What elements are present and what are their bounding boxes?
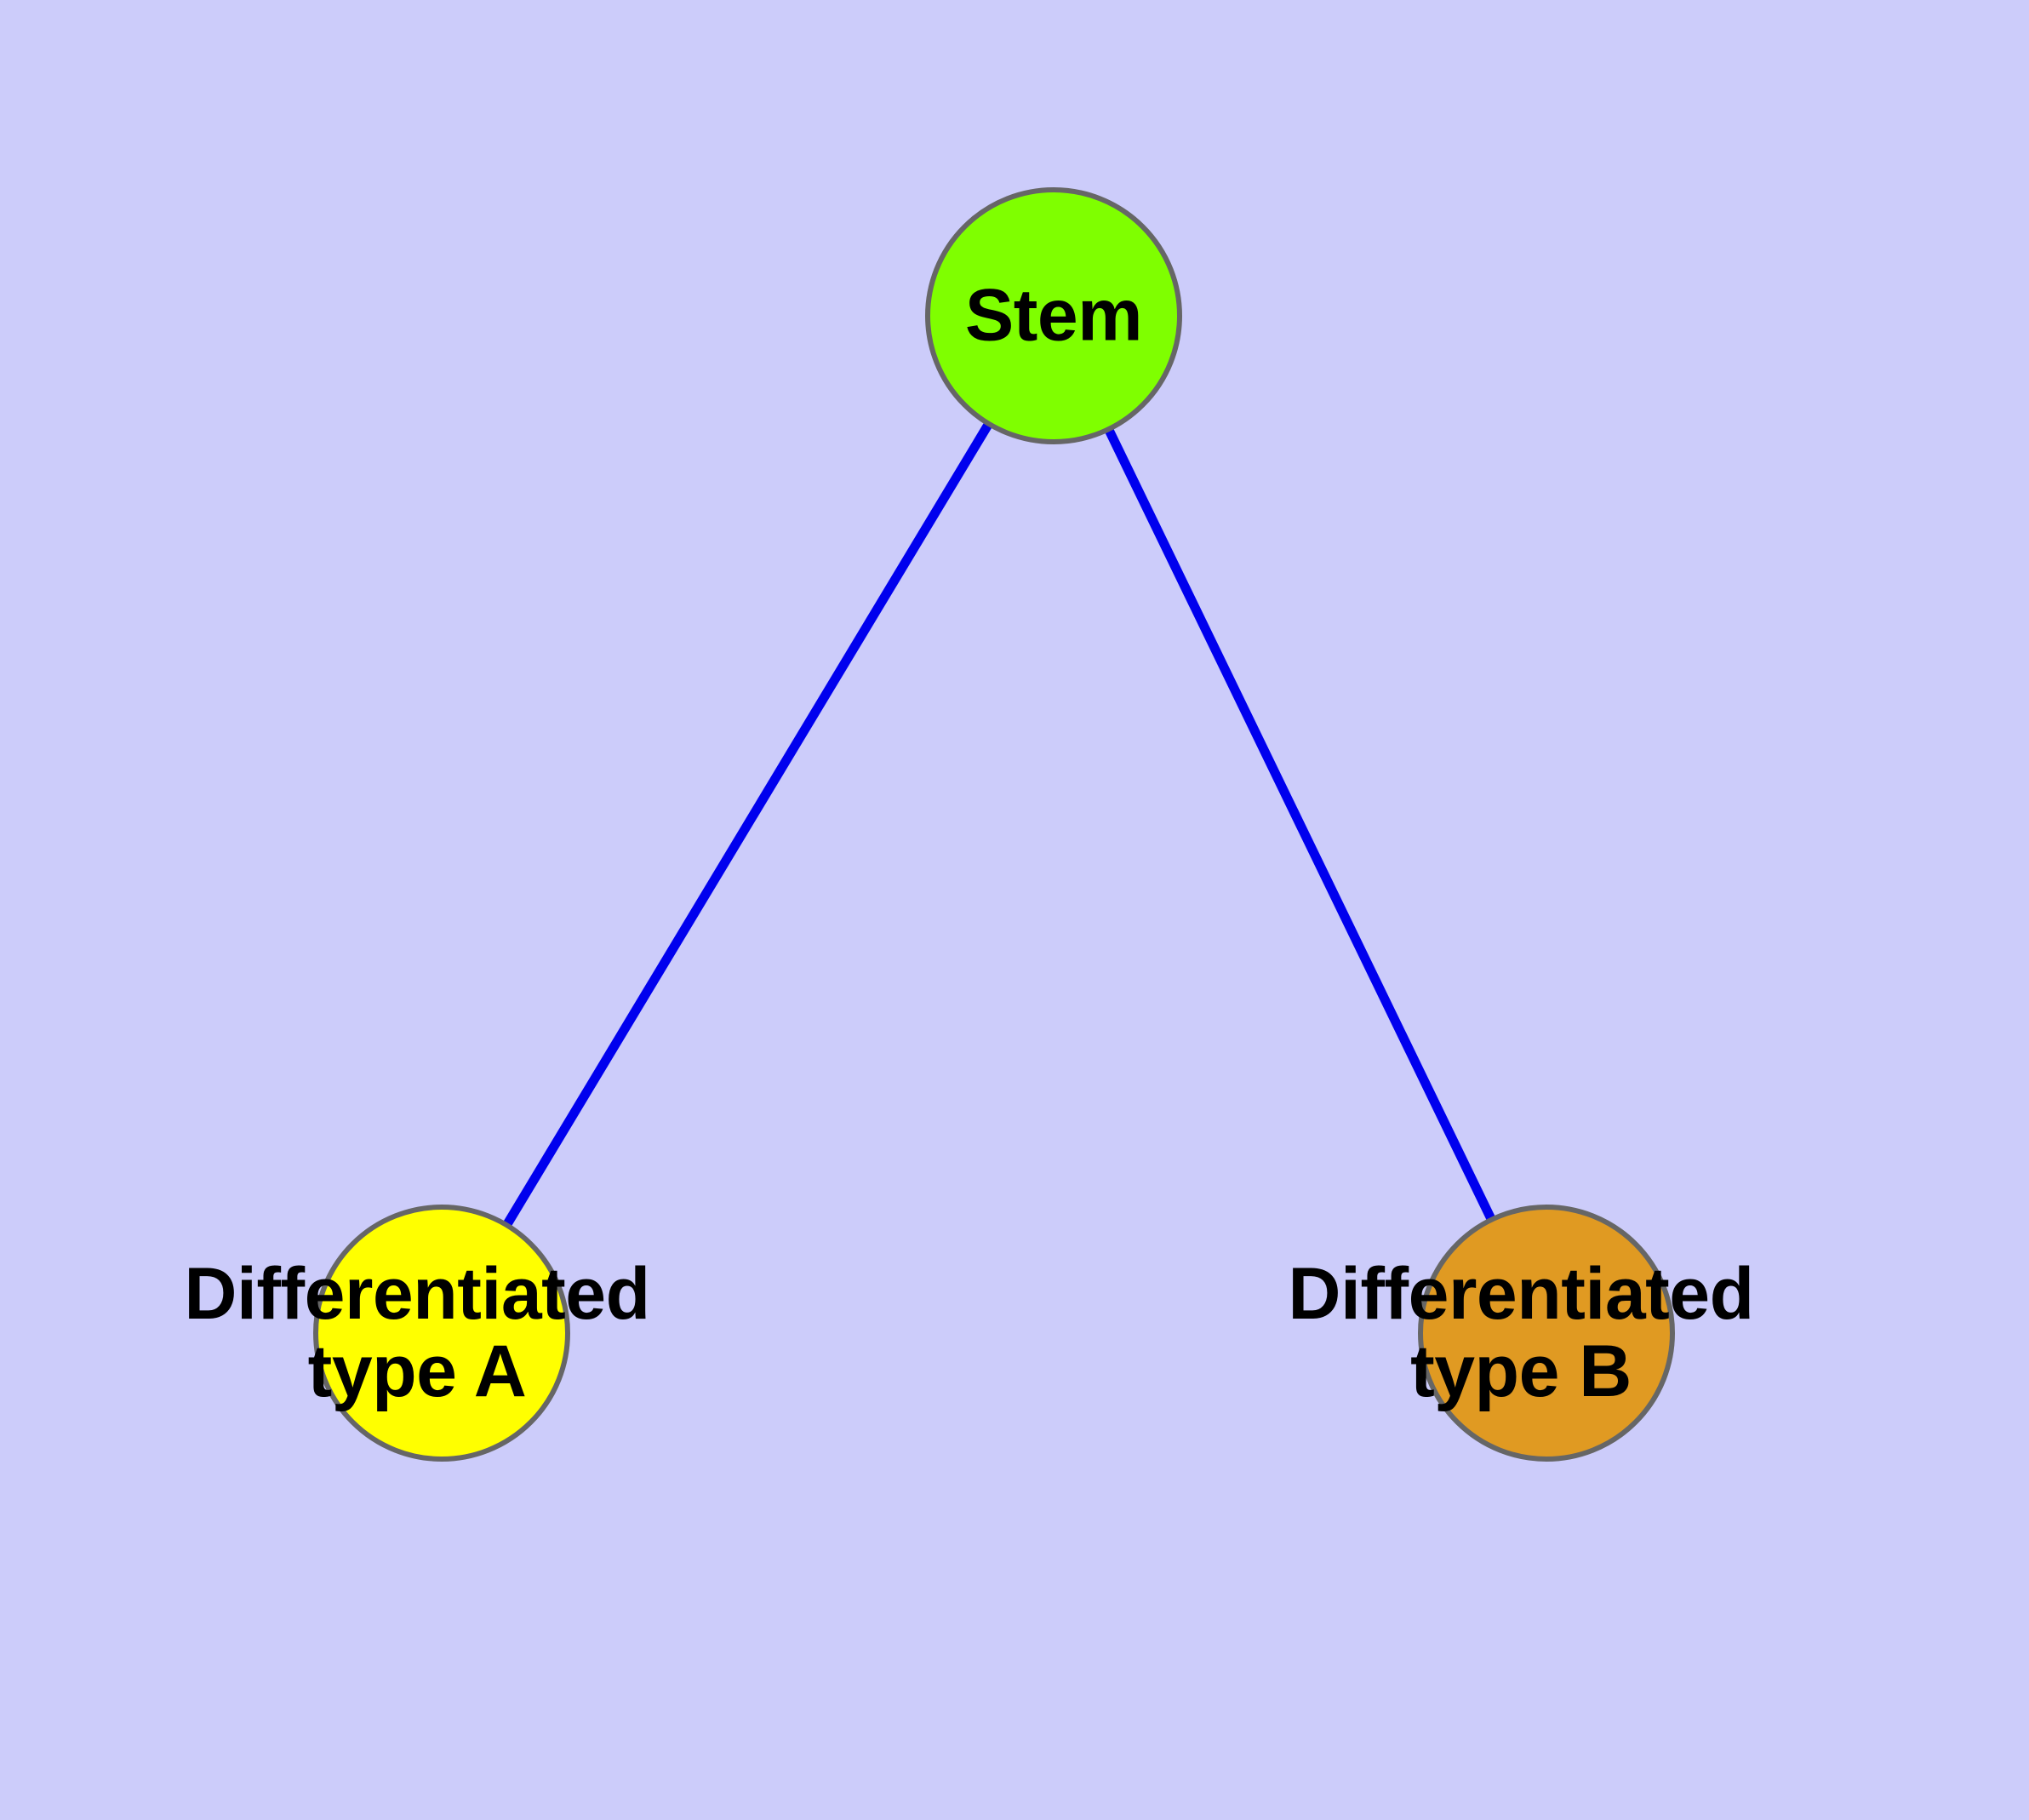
edges-layer xyxy=(501,419,1497,1230)
node-circle-stem[interactable] xyxy=(925,187,1182,444)
nodes-layer xyxy=(313,187,1675,1462)
node-circle-type-a[interactable] xyxy=(313,1205,570,1462)
edge-stem-to-type-a[interactable] xyxy=(501,419,994,1230)
edge-stem-to-type-b[interactable] xyxy=(1103,425,1497,1224)
node-circle-type-b[interactable] xyxy=(1418,1205,1675,1462)
